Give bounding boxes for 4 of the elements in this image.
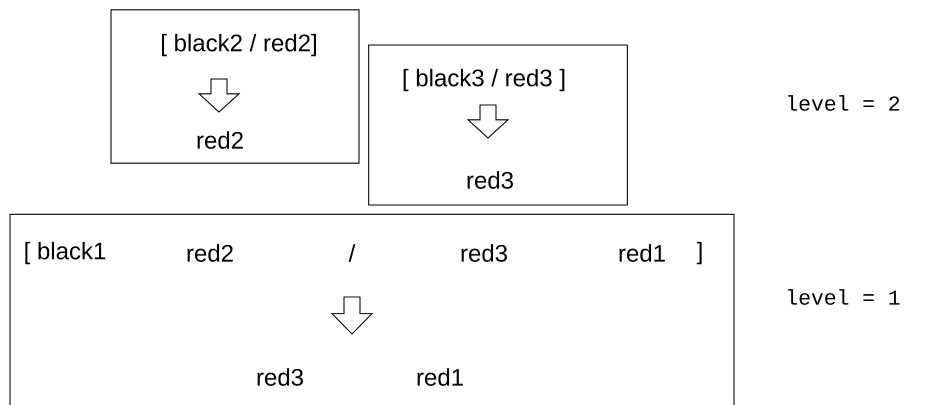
- level-label: level = 1: [788, 289, 900, 305]
- text-box: [ black1 red2 / red3 red1 ] red3 red1: [9, 214, 735, 405]
- level-label: level = 2: [788, 95, 900, 111]
- text-box: [ black3 / red3 ] red3: [368, 44, 628, 206]
